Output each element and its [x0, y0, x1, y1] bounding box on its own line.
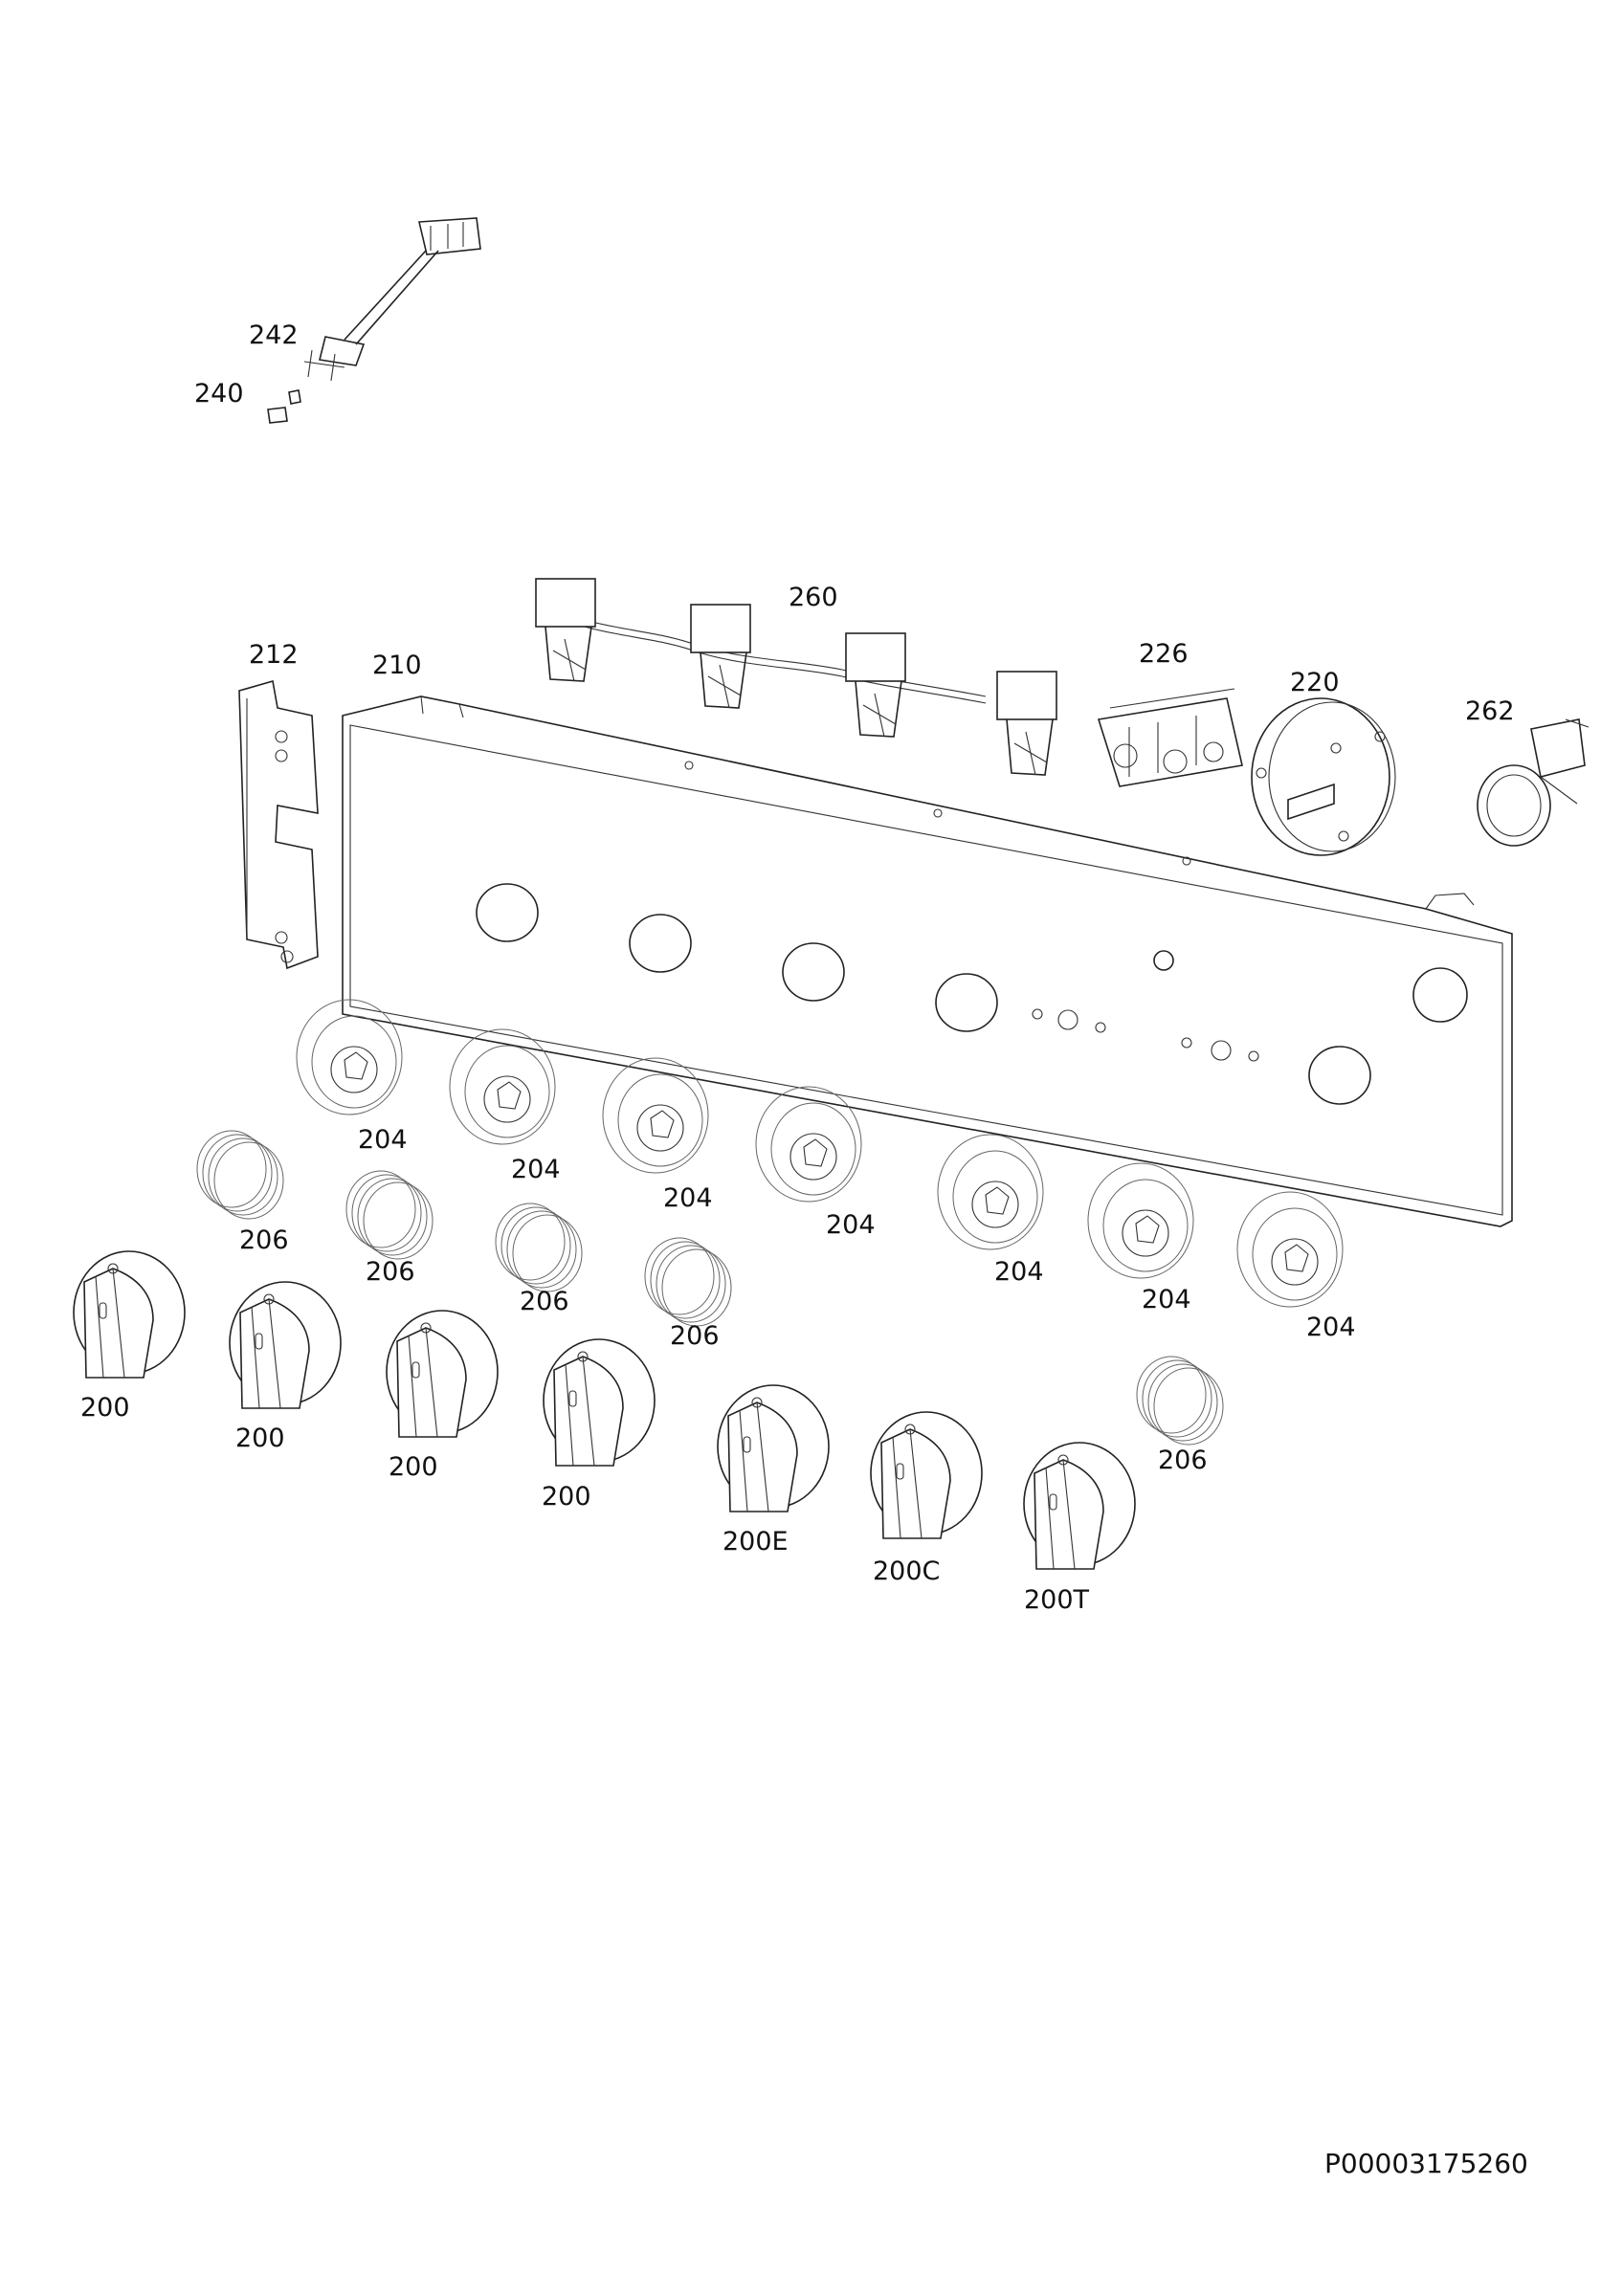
label-200: 200	[80, 1393, 130, 1423]
part-212-bracket	[238, 679, 319, 970]
label-206: 206	[520, 1287, 569, 1316]
label-200T: 200T	[1024, 1585, 1090, 1615]
label-204: 204	[511, 1155, 561, 1184]
label-260: 260	[789, 583, 838, 612]
label-210: 210	[372, 651, 422, 680]
label-204: 204	[994, 1257, 1044, 1287]
part-204-bezel-5	[937, 1134, 1044, 1250]
harness-switch-2	[690, 604, 751, 709]
part-204-bezel-7	[1236, 1191, 1344, 1308]
part-206-spring-2	[345, 1170, 434, 1260]
label-206: 206	[239, 1225, 289, 1255]
part-226-selector-switch	[1097, 688, 1243, 787]
part-204-bezel-3	[602, 1057, 709, 1174]
label-204: 204	[358, 1125, 408, 1155]
harness-switch-1	[535, 578, 596, 682]
document-code: P00003175260	[1324, 2148, 1528, 2179]
part-200-knob-4	[543, 1338, 656, 1467]
part-206-spring-1	[196, 1130, 284, 1220]
part-204-bezel-6	[1087, 1162, 1194, 1279]
label-200: 200	[542, 1482, 591, 1512]
harness-switch-3	[845, 632, 906, 738]
panel-hole-6	[1412, 967, 1468, 1023]
label-206: 206	[1158, 1446, 1208, 1475]
part-262-indicator-lamp	[1477, 718, 1590, 847]
label-240: 240	[194, 379, 244, 408]
part-204-bezel-4	[755, 1086, 862, 1203]
label-200E: 200E	[723, 1527, 789, 1556]
label-200: 200	[235, 1424, 285, 1453]
panel-hole-2	[629, 914, 692, 973]
part-206-spring-5	[1136, 1356, 1224, 1446]
label-226: 226	[1139, 639, 1189, 669]
part-210-control-panel	[342, 695, 1513, 1227]
part-240-small-block	[267, 389, 301, 424]
part-204-bezel-1	[296, 999, 403, 1115]
label-204: 204	[826, 1210, 876, 1240]
label-206: 206	[366, 1257, 415, 1287]
panel-hole-3	[782, 942, 845, 1002]
part-220-thermostat	[1251, 697, 1396, 856]
part-260-harness	[535, 578, 1057, 776]
label-212: 212	[249, 640, 299, 670]
part-204-bezel-2	[449, 1028, 556, 1145]
harness-switch-4	[996, 671, 1057, 776]
panel-hole-1	[476, 883, 539, 942]
label-262: 262	[1465, 696, 1515, 726]
label-204: 204	[1306, 1313, 1356, 1342]
part-200C-knob	[870, 1411, 983, 1539]
panel-hole-4	[935, 973, 998, 1032]
label-206: 206	[670, 1321, 720, 1351]
part-200-knob-3	[386, 1310, 499, 1438]
part-206-spring-3	[495, 1203, 583, 1292]
label-200C: 200C	[873, 1556, 940, 1586]
part-200E-knob	[717, 1384, 830, 1512]
part-200T-knob	[1023, 1442, 1136, 1570]
label-242: 242	[249, 320, 299, 350]
part-206-spring-4	[644, 1237, 732, 1327]
label-204: 204	[663, 1183, 713, 1213]
label-200: 200	[389, 1452, 438, 1482]
panel-hole-5	[1308, 1046, 1371, 1105]
label-220: 220	[1290, 668, 1340, 697]
label-204: 204	[1142, 1285, 1191, 1314]
part-200-knob-2	[229, 1281, 342, 1409]
part-242-wire-connector	[303, 217, 481, 382]
part-200-knob-1	[73, 1250, 186, 1379]
